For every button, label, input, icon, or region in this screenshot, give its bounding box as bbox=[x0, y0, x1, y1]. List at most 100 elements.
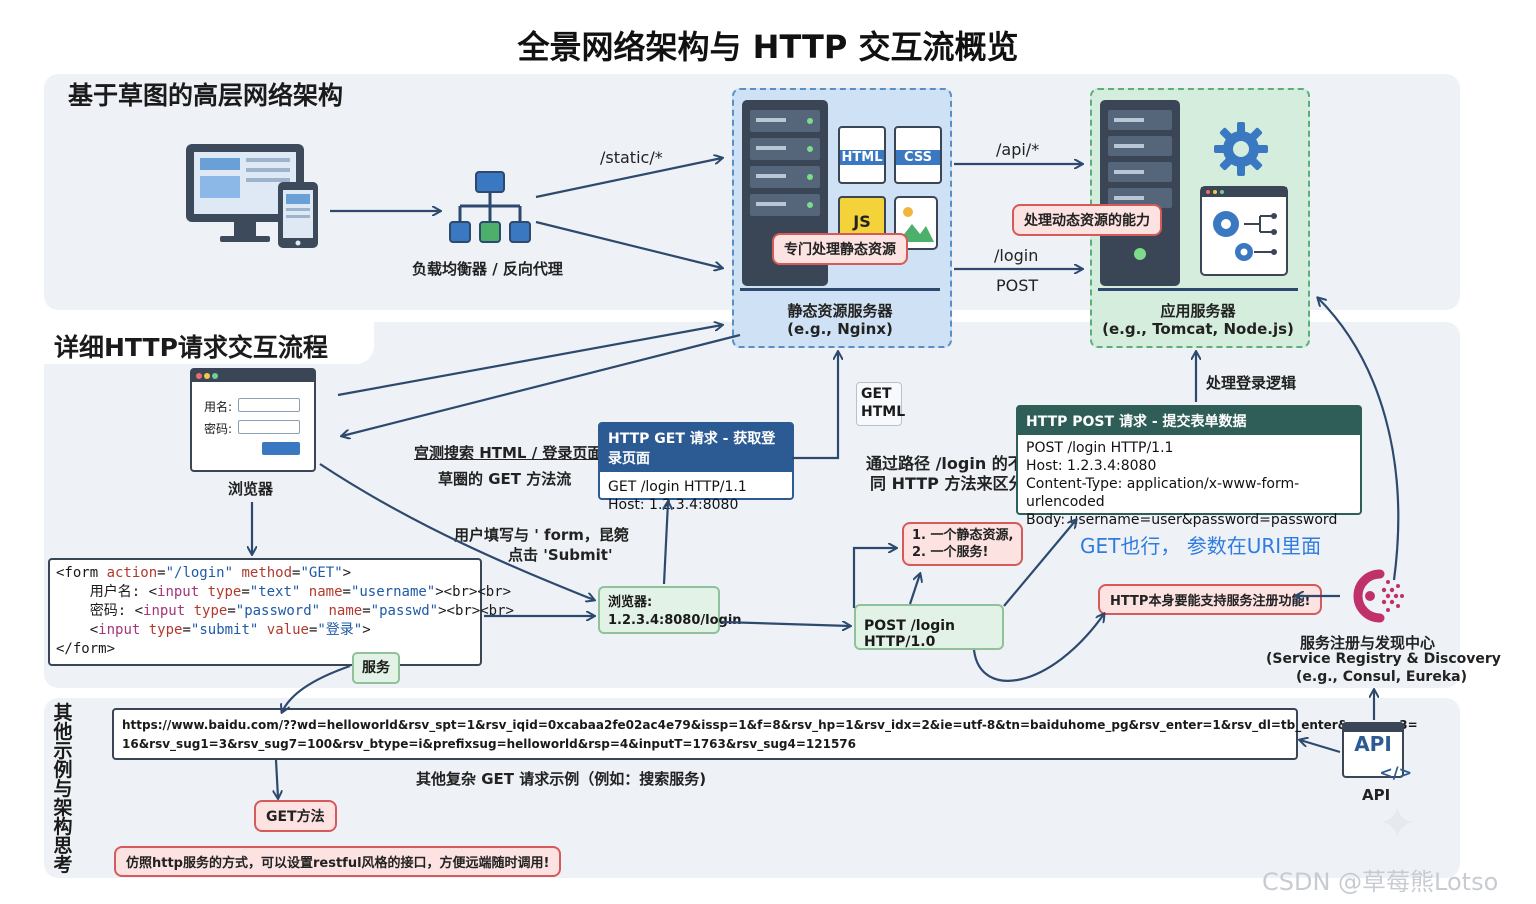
browser-address-label: 浏览器: bbox=[608, 595, 653, 610]
route-login-label: /login bbox=[994, 246, 1039, 265]
password-label: 密码: bbox=[204, 422, 233, 436]
http-get-request-header: HTTP GET 请求 - 获取登录页面 bbox=[600, 424, 792, 472]
fill-note-line-2: 点击 'Submit' bbox=[508, 546, 613, 564]
url-example-line-2: 16&rsv_sug1=3&rsv_sug7=100&rsv_btype=i&p… bbox=[122, 737, 856, 751]
browser-address-value: 1.2.3.4:8080/login bbox=[608, 613, 742, 628]
http-post-request-box: HTTP POST 请求 - 提交表单数据 POST /login HTTP/1… bbox=[1016, 405, 1362, 528]
arrow-registry-to-app bbox=[1318, 298, 1400, 581]
username-label: 用名: bbox=[204, 400, 233, 414]
http-get-request-box: HTTP GET 请求 - 获取登录页面 GET /login HTTP/1.1… bbox=[598, 422, 794, 513]
static-server-baseline bbox=[740, 288, 940, 291]
login-logic-label: 处理登录逻辑 bbox=[1206, 374, 1297, 392]
code-line-4: <input type="submit" value="登录"> bbox=[56, 622, 371, 638]
code-line-3: 密码: <input type="password" name="passwd"… bbox=[56, 603, 514, 619]
gear-icon bbox=[1214, 122, 1268, 176]
url-example-caption: 其他复杂 GET 请求示例（例如：搜索服务) bbox=[416, 770, 707, 788]
bottom-title-char: 他 bbox=[53, 721, 73, 743]
arrow-browser-to-static bbox=[337, 325, 722, 397]
resource-count-line-2: 2. 一个服务! bbox=[912, 545, 989, 560]
html-icon-label: HTML bbox=[840, 150, 884, 165]
dynamic-resource-tag: 处理动态资源的能力 bbox=[1012, 204, 1162, 236]
http-get-line: Host: 1.2.3.4:8080 bbox=[608, 497, 739, 513]
page-title: 全景网络架构与 HTTP 交互流概览 bbox=[517, 28, 1019, 66]
fill-note-line-1: 用户填写与 ' form，昆箢 bbox=[454, 526, 629, 544]
http-post-line: Host: 1.2.3.4:8080 bbox=[1026, 458, 1157, 474]
get-html-badge-line-1: GET bbox=[861, 386, 892, 402]
path-note-line-1: 通过路径 /login 的不 bbox=[866, 454, 1024, 473]
post-http10-box: POST /login HTTP/1.0 bbox=[854, 604, 1004, 650]
arrow-post10-to-registry bbox=[972, 614, 1104, 682]
arrow-url-to-get bbox=[276, 759, 278, 798]
arrow-api-to-url bbox=[1300, 740, 1341, 754]
arrow-addr-to-get bbox=[664, 502, 668, 585]
arrow-post10-to-postbox bbox=[1003, 520, 1076, 607]
api-icon-titlebar bbox=[1344, 724, 1402, 732]
html-form-code-box: <form action="/login" method="GET"> 用户名:… bbox=[48, 558, 514, 666]
arrow-lb-to-static-2 bbox=[535, 220, 722, 268]
bottom-title-char: 其 bbox=[53, 702, 73, 724]
password-field[interactable] bbox=[238, 420, 300, 434]
bottom-title-char: 思 bbox=[53, 835, 73, 857]
code-brackets-icon: </> bbox=[1379, 763, 1412, 782]
restful-note-tag: 仿照http服务的方式，可以设置restful风格的接口，方便远端随时调用! bbox=[114, 846, 562, 877]
bottom-section-title: 其 他 示 例 与 架 构 思 考 bbox=[50, 704, 76, 875]
get-html-badge: GET HTML bbox=[856, 382, 906, 426]
bottom-title-char: 考 bbox=[53, 854, 73, 876]
api-icon-text: API bbox=[1354, 732, 1392, 756]
sparkle-icon: ✦ bbox=[1378, 796, 1417, 850]
route-static-label: /static/* bbox=[600, 148, 663, 167]
login-submit-button[interactable] bbox=[262, 442, 300, 455]
arrow-service-to-url bbox=[282, 664, 351, 712]
resource-count-tag: 1. 一个静态资源, 2. 一个服务! bbox=[902, 522, 1024, 566]
http-post-line: Body: username=user&password=password bbox=[1026, 512, 1338, 528]
service-registry-icon bbox=[1353, 569, 1404, 623]
http-post-request-body: POST /login HTTP/1.1 Host: 1.2.3.4:8080 … bbox=[1018, 435, 1360, 535]
middle-title-tab bbox=[44, 318, 374, 364]
arrow-lb-to-static bbox=[535, 158, 722, 199]
bottom-title-char: 示 bbox=[53, 740, 73, 762]
browser-address-box: 浏览器: 1.2.3.4:8080/login bbox=[598, 586, 742, 634]
bottom-title-char: 与 bbox=[53, 778, 73, 800]
http-post-line: POST /login HTTP/1.1 bbox=[1026, 440, 1174, 456]
app-server-baseline bbox=[1098, 288, 1298, 291]
watermark: CSDN @草莓熊Lotso bbox=[1262, 868, 1499, 896]
top-section-title: 基于草图的高层网络架构 bbox=[68, 81, 344, 110]
route-api-label: /api/* bbox=[996, 140, 1040, 159]
bottom-title-char: 例 bbox=[53, 759, 73, 781]
http-post-line: Content-Type: application/x-www-form-url… bbox=[1026, 476, 1300, 510]
username-field[interactable] bbox=[238, 398, 300, 412]
arrow-static-to-browser bbox=[342, 333, 741, 436]
code-line-5: </form> bbox=[56, 641, 116, 657]
route-post-label: POST bbox=[996, 276, 1039, 295]
get-method-tag: GET方法 bbox=[254, 800, 337, 832]
arrow-get-to-static bbox=[792, 352, 838, 460]
browser-window: 用名: 密码: bbox=[190, 368, 316, 472]
middle-section-title: 详细HTTP请求交互流程 bbox=[54, 333, 328, 362]
static-server-name: 静态资源服务器 bbox=[787, 302, 893, 320]
css-file-icon: CSS bbox=[894, 126, 942, 184]
url-example-line-1: https://www.baidu.com/??wd=helloworld&rs… bbox=[122, 718, 1418, 732]
registry-english-name: (Service Registry & Discovery bbox=[1266, 651, 1501, 667]
browser-label: 浏览器 bbox=[228, 480, 274, 498]
registry-name: 服务注册与发现中心 bbox=[1300, 634, 1436, 652]
bottom-title-char: 架 bbox=[53, 797, 73, 819]
arrow-addr-to-post bbox=[721, 622, 850, 626]
search-note-line-2: 草圈的 GET 方法流 bbox=[438, 470, 572, 488]
client-devices-icon bbox=[186, 144, 318, 248]
http-get-request-body: GET /login HTTP/1.1 Host: 1.2.3.4:8080 bbox=[600, 472, 792, 520]
resource-count-line-1: 1. 一个静态资源, bbox=[912, 528, 1014, 543]
http-get-line: GET /login HTTP/1.1 bbox=[608, 479, 747, 495]
app-server-name: 应用服务器 bbox=[1160, 302, 1236, 320]
service-tag: 服务 bbox=[352, 652, 400, 684]
handwritten-note: GET也行， 参数在URI里面 bbox=[1080, 534, 1322, 558]
js-icon-label: JS bbox=[853, 212, 871, 231]
html-file-icon: HTML bbox=[838, 126, 886, 184]
get-html-badge-line-2: HTML bbox=[861, 404, 906, 420]
http-post-request-header: HTTP POST 请求 - 提交表单数据 bbox=[1018, 407, 1360, 435]
registry-example: (e.g., Consul, Eureka) bbox=[1296, 669, 1467, 685]
code-line-2: 用户名: <input type="text" name="username">… bbox=[56, 584, 512, 600]
code-line-1: <form action="/login" method="GET"> bbox=[56, 565, 352, 581]
app-server-icon bbox=[1100, 100, 1180, 286]
post-http10-text: POST /login HTTP/1.0 bbox=[864, 618, 955, 650]
search-note-line-1: 宫测搜索 HTML / 登录页面 bbox=[414, 444, 603, 462]
